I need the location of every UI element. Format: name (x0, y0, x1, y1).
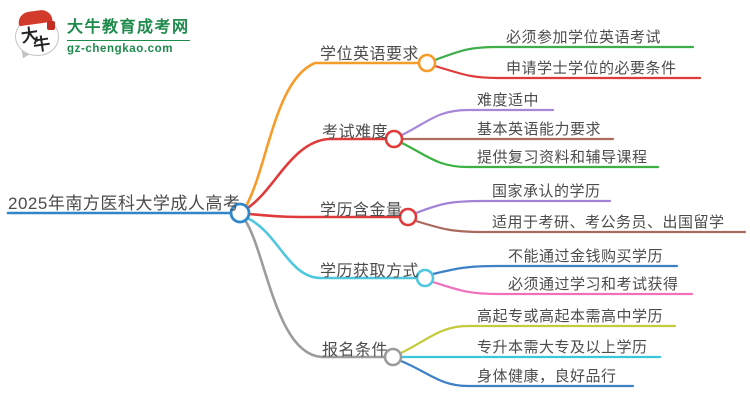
leaf-label-college-required: 专升本需大专及以上学历 (477, 339, 648, 356)
leaf-line-highschool-required (399, 324, 677, 355)
leaf-line-state-recognized (414, 199, 612, 215)
branch-line-exam-difficulty (244, 137, 387, 211)
leaf-line-must-study (431, 280, 694, 296)
leaf-label-applicable-uses: 适用于考研、考公务员、出国留学 (492, 214, 725, 231)
leaf-label-must-take-exam: 必须参加学位英语考试 (506, 29, 662, 46)
branch-label-degree-english: 学位英语要求 (320, 46, 420, 63)
branch-line-degree-value (247, 212, 401, 219)
leaf-line-applicable-uses (414, 219, 747, 234)
leaf-label-bachelor-condition: 申请学士学位的必要条件 (506, 60, 677, 77)
branch-label-degree-value: 学历含金量 (320, 202, 403, 219)
leaf-line-moderate-difficulty (400, 108, 555, 137)
branch-node-circle-degree-english (417, 53, 437, 73)
leaf-label-state-recognized: 国家承认的学历 (492, 183, 601, 200)
leaf-label-must-study: 必须通过学习和考试获得 (508, 276, 679, 293)
branch-label-enrollment-conditions: 报名条件 (322, 342, 389, 359)
site-domain: gz-chengkao.com (67, 43, 174, 55)
leaf-line-bachelor-condition (433, 64, 702, 80)
leaf-label-moderate-difficulty: 难度适中 (477, 92, 540, 109)
leaf-label-highschool-required: 高起专或高起本需高中学历 (477, 308, 664, 325)
logo-mark-char: 牛 (32, 33, 52, 56)
leaf-line-review-materials (400, 141, 660, 169)
center-node-circle (229, 202, 251, 224)
branch-label-degree-acquisition: 学历获取方式 (320, 263, 420, 280)
branch-line-degree-acquisition (245, 216, 418, 280)
center-node-label: 2025年南方医科大学成人高考 (8, 194, 241, 213)
logo-red-seal-icon (47, 21, 55, 30)
leaf-label-cannot-buy: 不能通过金钱购买学历 (508, 248, 664, 265)
leaf-line-health-conduct (399, 359, 635, 388)
leaf-label-basic-english: 基本英语能力要求 (477, 121, 602, 138)
branch-node-circle-degree-value (398, 207, 418, 227)
leaf-label-review-materials: 提供复习资料和辅导课程 (477, 149, 648, 166)
logo-mark: 大 牛 (14, 8, 60, 61)
site-name: 大牛教育成考网 (67, 13, 190, 41)
branch-line-enrollment-conditions (243, 218, 386, 359)
logo-text: 大牛教育成考网 gz-chengkao.com (67, 13, 190, 55)
branch-node-circle-enrollment-conditions (383, 347, 403, 367)
site-logo[interactable]: 大 牛 大牛教育成考网 gz-chengkao.com (14, 8, 190, 61)
leaf-label-health-conduct: 身体健康，良好品行 (477, 368, 617, 385)
branch-node-circle-exam-difficulty (384, 129, 404, 149)
leaf-line-must-take-exam (433, 45, 695, 62)
branch-node-circle-degree-acquisition (415, 268, 435, 288)
leaf-line-cannot-buy (431, 264, 679, 276)
branch-label-exam-difficulty: 考试难度 (322, 124, 389, 141)
branch-line-degree-english (243, 61, 421, 210)
